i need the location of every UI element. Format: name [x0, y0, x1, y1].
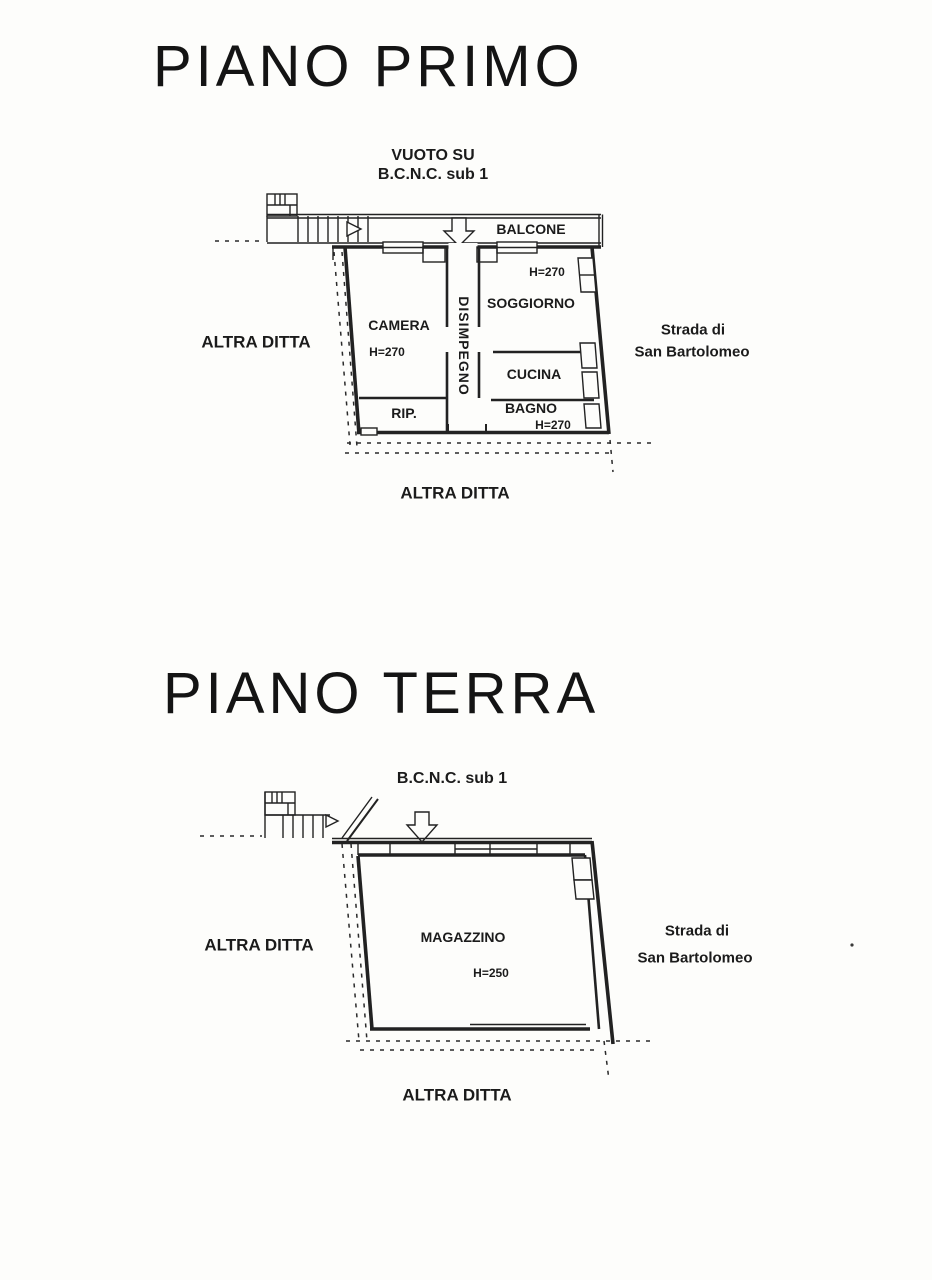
magazzino-room-label: MAGAZZINO	[420, 929, 506, 945]
balcony-label: BALCONE	[496, 221, 566, 237]
stair-direction-arrow-icon	[346, 220, 363, 238]
stair-cut-line	[346, 798, 379, 842]
stair-direction-arrow-icon	[325, 813, 340, 829]
first-floor-title: PIANO PRIMO	[153, 34, 584, 99]
camera-height-label: H=270	[369, 345, 405, 359]
rip-window	[360, 427, 378, 436]
entrance-down-arrow-icon	[405, 811, 439, 844]
ground-floor-street-label-line1: Strada di	[664, 922, 730, 940]
ground-floor-north-wall	[332, 837, 592, 857]
soggiorno-height-label: H=270	[529, 265, 565, 279]
first-floor-bottom-neighbor-label: ALTRA DITTA	[400, 483, 510, 503]
first-floor-left-neighbor-label: ALTRA DITTA	[201, 332, 311, 352]
first-floor-plan-drawing	[215, 193, 652, 473]
ground-floor-street-label-line2: San Bartolomeo	[637, 949, 753, 967]
ground-floor-boundary-dashes	[200, 835, 655, 1081]
first-floor-partition-walls	[359, 247, 594, 434]
first-floor-east-windows	[577, 257, 602, 429]
ground-floor-staircase	[264, 791, 379, 842]
cucina-room-label: CUCINA	[506, 366, 562, 382]
first-floor-balcony	[267, 213, 604, 249]
magazzino-height-label: H=250	[473, 966, 509, 980]
bcnc-note: B.C.N.C. sub 1	[396, 770, 508, 787]
first-floor-street-label-line2: San Bartolomeo	[634, 343, 750, 361]
void-note-line1: VUOTO SU	[391, 147, 475, 164]
rip-room-label: RIP.	[391, 405, 417, 421]
entrance-down-arrow-icon	[442, 217, 476, 247]
first-floor-boundary-dashes	[215, 240, 652, 473]
first-floor-street-label-line1: Strada di	[660, 321, 726, 339]
ground-floor-bottom-neighbor-label: ALTRA DITTA	[402, 1085, 512, 1105]
void-note-line2: B.C.N.C. sub 1	[377, 166, 489, 183]
bagno-height-label: H=270	[535, 418, 571, 432]
bagno-room-label: BAGNO	[504, 400, 558, 416]
scan-speck	[850, 943, 854, 947]
ground-floor-left-neighbor-label: ALTRA DITTA	[204, 935, 314, 955]
ground-floor-title: PIANO TERRA	[163, 661, 600, 726]
disimpegno-room-label: DISIMPEGNO	[456, 296, 472, 396]
first-floor-staircase	[266, 193, 369, 242]
camera-room-label: CAMERA	[368, 317, 430, 333]
ground-floor-outer-walls	[356, 840, 615, 1045]
soggiorno-room-label: SOGGIORNO	[487, 295, 575, 311]
first-floor-north-windows	[382, 241, 538, 263]
ground-floor-plan-drawing	[200, 791, 854, 1081]
ground-floor-east-windows	[571, 857, 595, 900]
